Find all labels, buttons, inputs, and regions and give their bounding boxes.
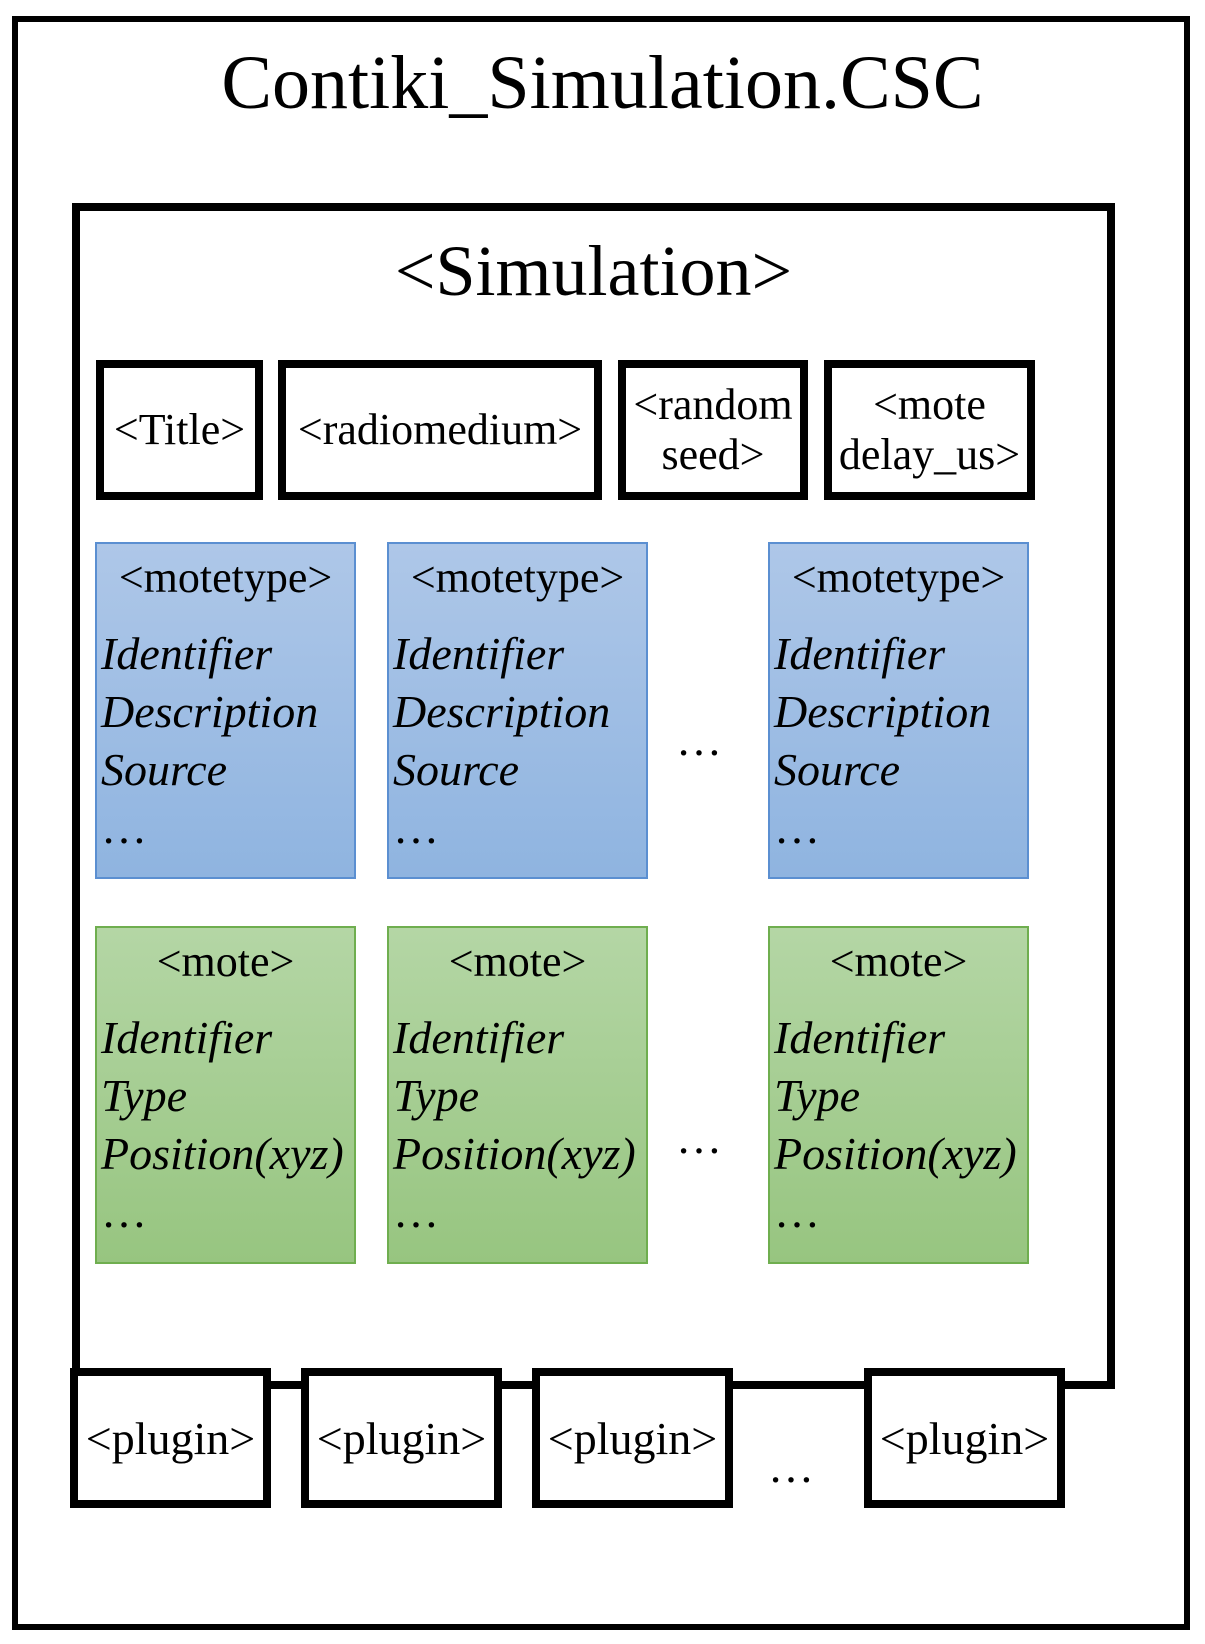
radiomedium-attribute-box: <radiomedium> bbox=[278, 360, 602, 500]
motetype-field-more: … bbox=[101, 802, 147, 853]
mote-field-type: Type bbox=[101, 1070, 188, 1121]
mote-field-identifier: Identifier bbox=[774, 1012, 946, 1063]
plugin-ellipsis: … bbox=[768, 1441, 814, 1492]
mote-delay-attribute-box: <mote delay_us> bbox=[824, 360, 1035, 500]
motetype-label: <motetype> bbox=[118, 553, 333, 602]
mote-field-identifier: Identifier bbox=[101, 1012, 273, 1063]
motetype-field-more: … bbox=[774, 802, 820, 853]
mote-field-more: … bbox=[101, 1186, 147, 1237]
file-title: Contiki_Simulation.CSC bbox=[221, 41, 984, 125]
motetype-field-source: Source bbox=[101, 744, 228, 795]
mote-card: <mote> Identifier Type Position(xyz) … bbox=[768, 926, 1029, 1264]
motetype-field-source: Source bbox=[774, 744, 901, 795]
motetype-card: <motetype> Identifier Description Source… bbox=[768, 542, 1029, 879]
mote-field-more: … bbox=[774, 1186, 820, 1237]
motetype-field-description: Description bbox=[393, 686, 611, 737]
mote-field-type: Type bbox=[393, 1070, 480, 1121]
motetype-label: <motetype> bbox=[410, 553, 625, 602]
motetype-card: <motetype> Identifier Description Source… bbox=[387, 542, 648, 879]
mote-label: <mote> bbox=[448, 937, 587, 986]
mote-label: <mote> bbox=[156, 937, 295, 986]
mote-field-position: Position(xyz) bbox=[393, 1128, 636, 1179]
motetype-field-description: Description bbox=[774, 686, 992, 737]
motetype-field-identifier: Identifier bbox=[774, 628, 946, 679]
random-seed-attribute-box: <random seed> bbox=[618, 360, 808, 500]
motetype-field-description: Description bbox=[101, 686, 319, 737]
motetype-ellipsis: … bbox=[676, 714, 722, 765]
motetype-field-identifier: Identifier bbox=[393, 628, 565, 679]
mote-field-position: Position(xyz) bbox=[774, 1128, 1017, 1179]
mote-card: <mote> Identifier Type Position(xyz) … bbox=[95, 926, 356, 1264]
mote-field-identifier: Identifier bbox=[393, 1012, 565, 1063]
csc-file-container bbox=[12, 16, 1190, 1630]
title-attribute-box: <Title> bbox=[96, 360, 263, 500]
motetype-card: <motetype> Identifier Description Source… bbox=[95, 542, 356, 879]
plugin-box: <plugin> bbox=[301, 1368, 502, 1508]
motetype-label: <motetype> bbox=[791, 553, 1006, 602]
plugin-box: <plugin> bbox=[864, 1368, 1065, 1508]
motetype-field-more: … bbox=[393, 802, 439, 853]
plugin-box: <plugin> bbox=[70, 1368, 271, 1508]
mote-ellipsis: … bbox=[676, 1112, 722, 1163]
mote-card: <mote> Identifier Type Position(xyz) … bbox=[387, 926, 648, 1264]
mote-field-position: Position(xyz) bbox=[101, 1128, 344, 1179]
simulation-title: <Simulation> bbox=[394, 231, 793, 311]
mote-field-more: … bbox=[393, 1186, 439, 1237]
plugin-box: <plugin> bbox=[532, 1368, 733, 1508]
mote-label: <mote> bbox=[829, 937, 968, 986]
mote-field-type: Type bbox=[774, 1070, 861, 1121]
motetype-field-source: Source bbox=[393, 744, 520, 795]
motetype-field-identifier: Identifier bbox=[101, 628, 273, 679]
